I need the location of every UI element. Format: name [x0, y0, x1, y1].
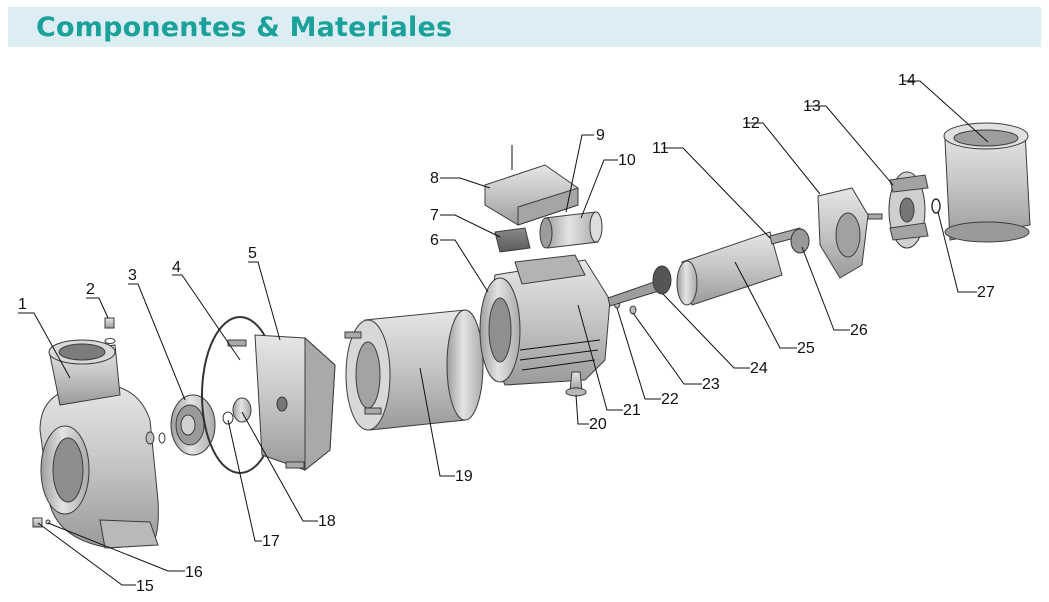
- callout-1: 1: [18, 296, 27, 313]
- leader-lines: [18, 80, 989, 586]
- callout-22: 22: [661, 391, 679, 408]
- drain-plug-bottom: [32, 517, 51, 528]
- callout-5: 5: [248, 245, 257, 262]
- terminal-cover: [484, 145, 579, 226]
- callout-17: 17: [262, 533, 280, 550]
- callout-14: 14: [898, 72, 916, 89]
- callout-12: 12: [742, 115, 760, 132]
- callout-20: 20: [589, 416, 607, 433]
- callout-11: 11: [652, 140, 669, 157]
- motor-bracket: [227, 334, 336, 472]
- callout-26: 26: [850, 322, 868, 339]
- callout-15: 15: [136, 578, 154, 595]
- callout-2: 2: [86, 281, 95, 298]
- fan-cover: [943, 122, 1031, 243]
- mechanical-seal: [222, 397, 252, 425]
- motor-housing: [479, 254, 611, 386]
- callout-21: 21: [623, 402, 641, 419]
- callout-4: 4: [172, 259, 181, 276]
- callout-7: 7: [430, 207, 439, 224]
- rear-end-shield: [817, 187, 883, 279]
- rotor-and-shaft: [607, 227, 803, 307]
- callout-25: 25: [797, 340, 815, 357]
- callout-19: 19: [455, 468, 473, 485]
- callout-24: 24: [750, 360, 768, 377]
- callout-6: 6: [430, 232, 439, 249]
- callout-13: 13: [803, 98, 821, 115]
- support-foot: [565, 371, 587, 397]
- impeller: [145, 394, 216, 456]
- callout-9: 9: [596, 127, 605, 144]
- callout-3: 3: [128, 267, 137, 284]
- capacitor: [539, 211, 603, 249]
- bearing-washer: [790, 228, 810, 254]
- pump-body: [39, 339, 159, 549]
- page-title: Componentes & Materiales: [36, 12, 453, 43]
- callout-27: 27: [977, 284, 995, 301]
- stator: [344, 309, 484, 431]
- callout-10: 10: [618, 152, 636, 169]
- terminal-block: [494, 227, 531, 253]
- callout-labels: 1 2 3 4 5 6 7 8 9 10 11 12 13 14 15 16 1…: [18, 72, 995, 595]
- cooling-fan: [888, 171, 929, 249]
- circlip: [931, 198, 941, 214]
- title-banner: Componentes & Materiales: [8, 7, 1041, 47]
- callout-23: 23: [702, 376, 720, 393]
- callout-8: 8: [430, 170, 439, 187]
- drain-plug-top: [104, 317, 116, 344]
- callout-18: 18: [318, 513, 336, 530]
- callout-16: 16: [185, 564, 203, 581]
